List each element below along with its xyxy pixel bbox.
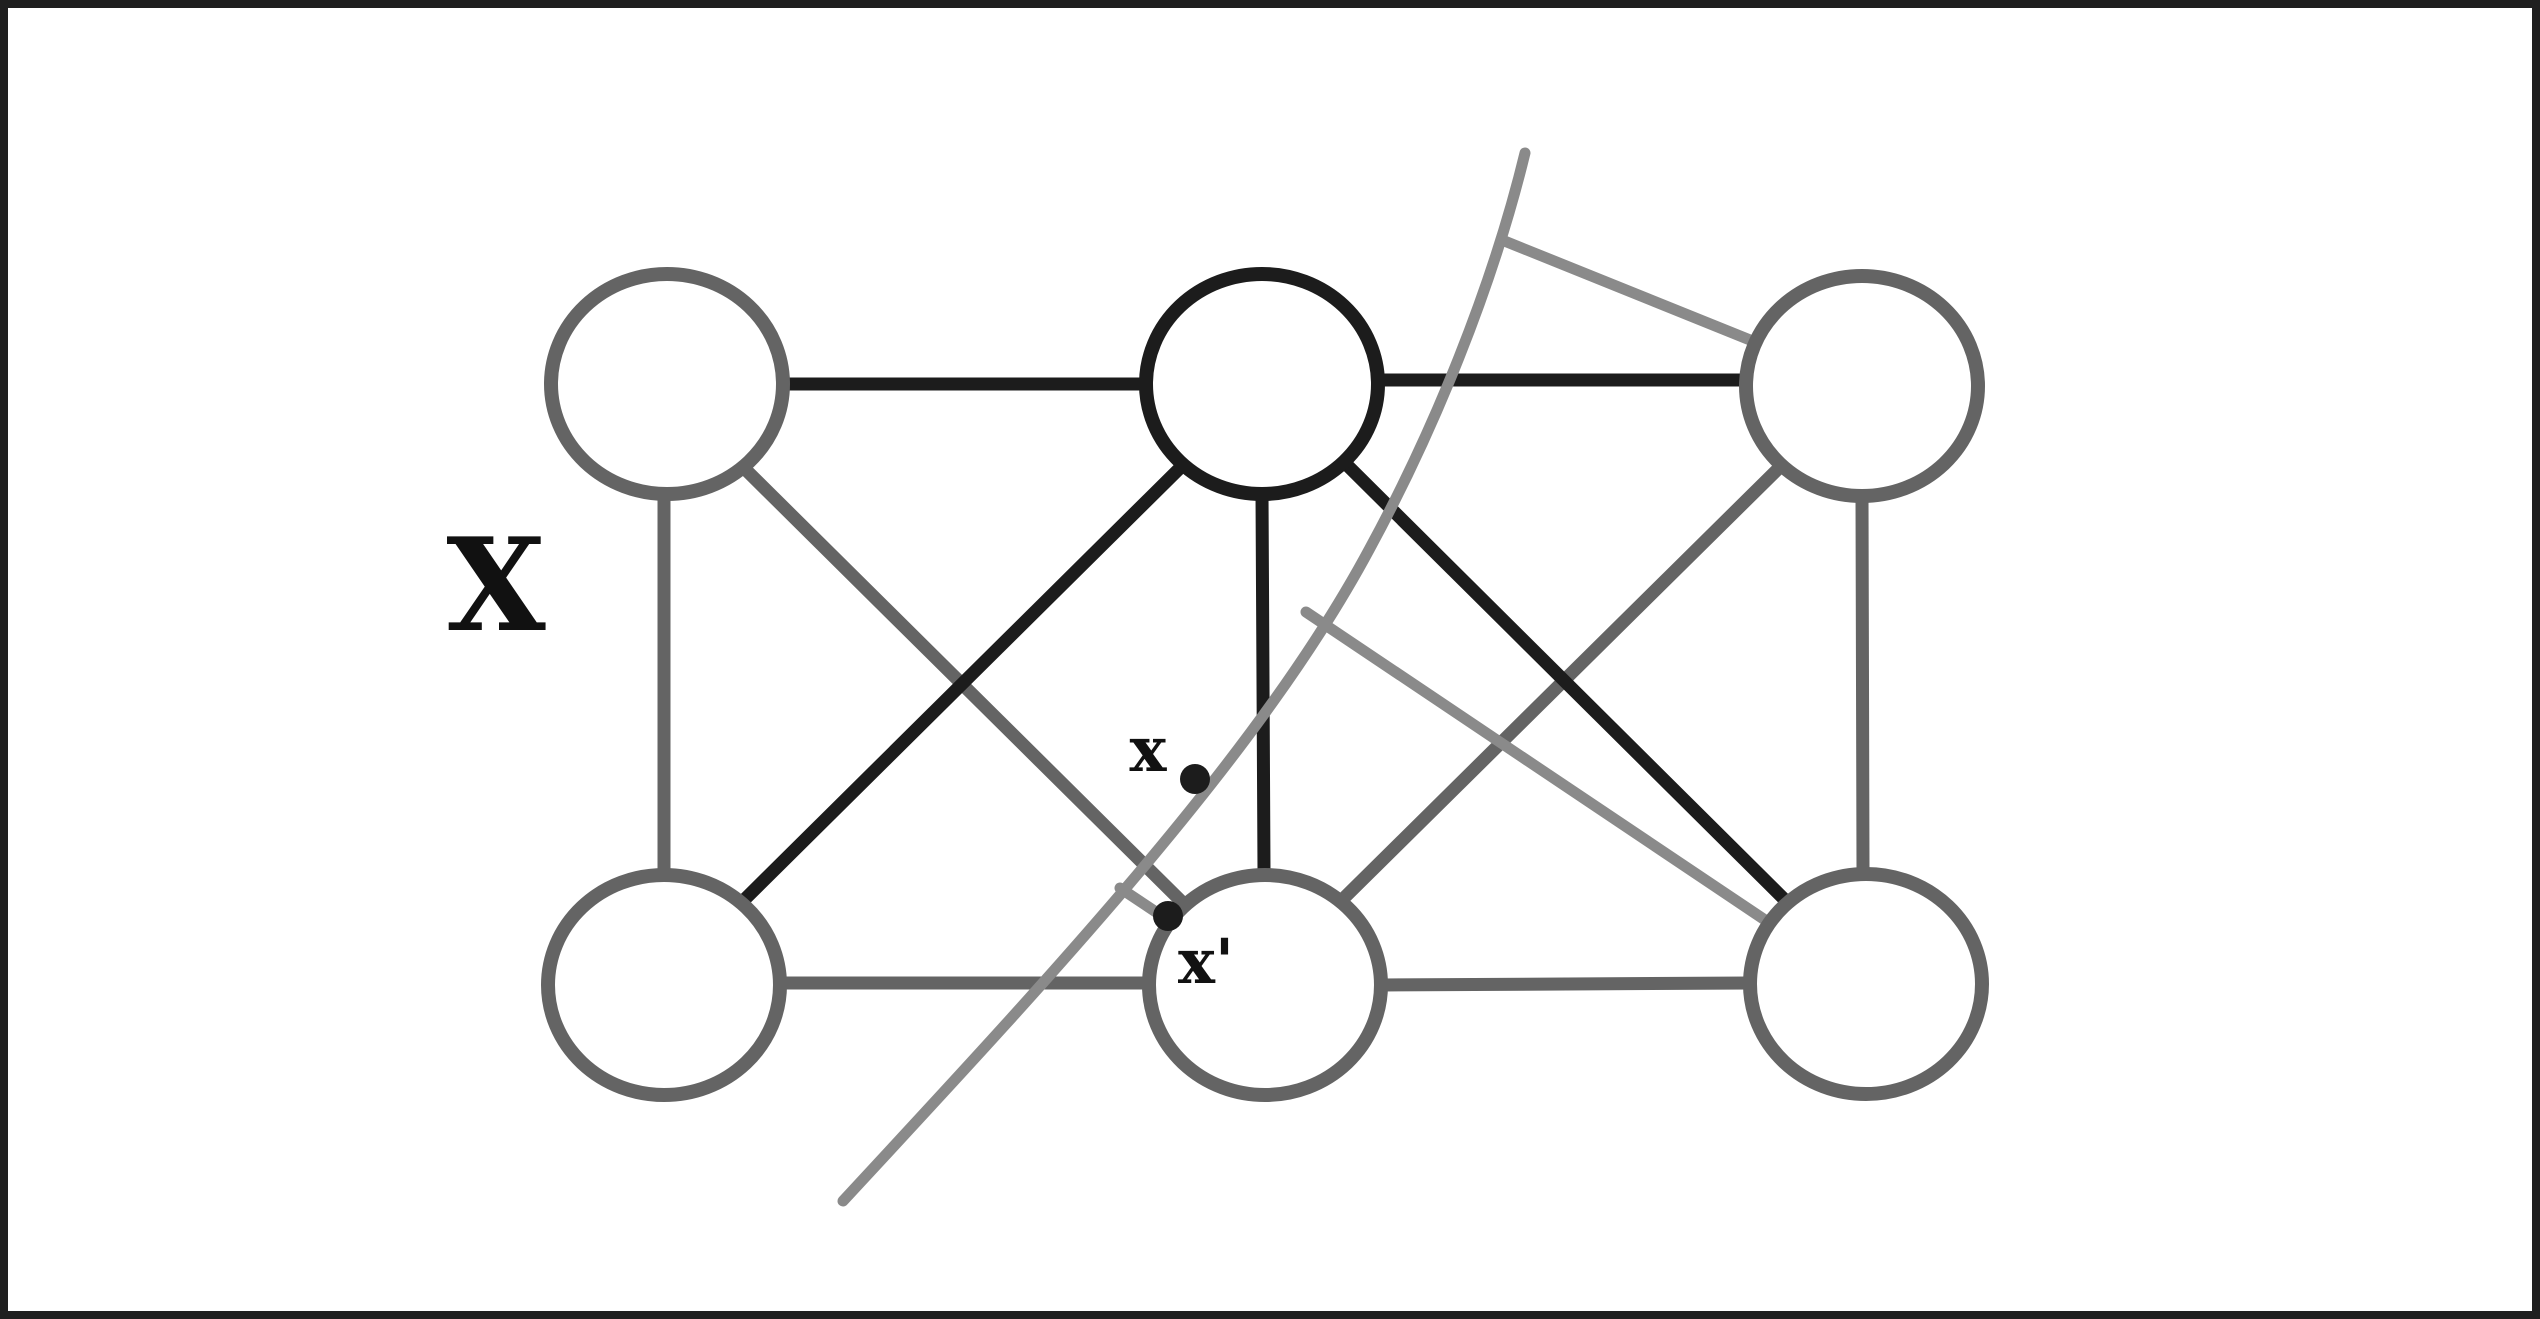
node-4: [541, 868, 787, 1102]
node-3: [1739, 269, 1985, 503]
node-6: [1743, 867, 1989, 1101]
edge-n3-n6: [1855, 489, 1870, 876]
segment-curve-to-n6: [1300, 606, 1774, 928]
separating-curve-path: [837, 147, 1531, 1207]
edge-n2-n4: [734, 456, 1192, 910]
segment-curve-to-n3: [1496, 234, 1761, 348]
edge-n5-n6: [1376, 976, 1757, 992]
point-x: [1180, 764, 1210, 794]
label-point-x: x: [1130, 713, 1168, 786]
node-5: [1142, 868, 1388, 1102]
edge-n2-n6: [1339, 457, 1794, 909]
point-x-prime: [1153, 901, 1183, 931]
label-point-x-prime: x': [1178, 925, 1234, 998]
edge-n2-n5: [1255, 486, 1271, 877]
node-1: [544, 267, 790, 501]
label-space-X: X: [446, 511, 546, 661]
node-2: [1139, 267, 1385, 501]
